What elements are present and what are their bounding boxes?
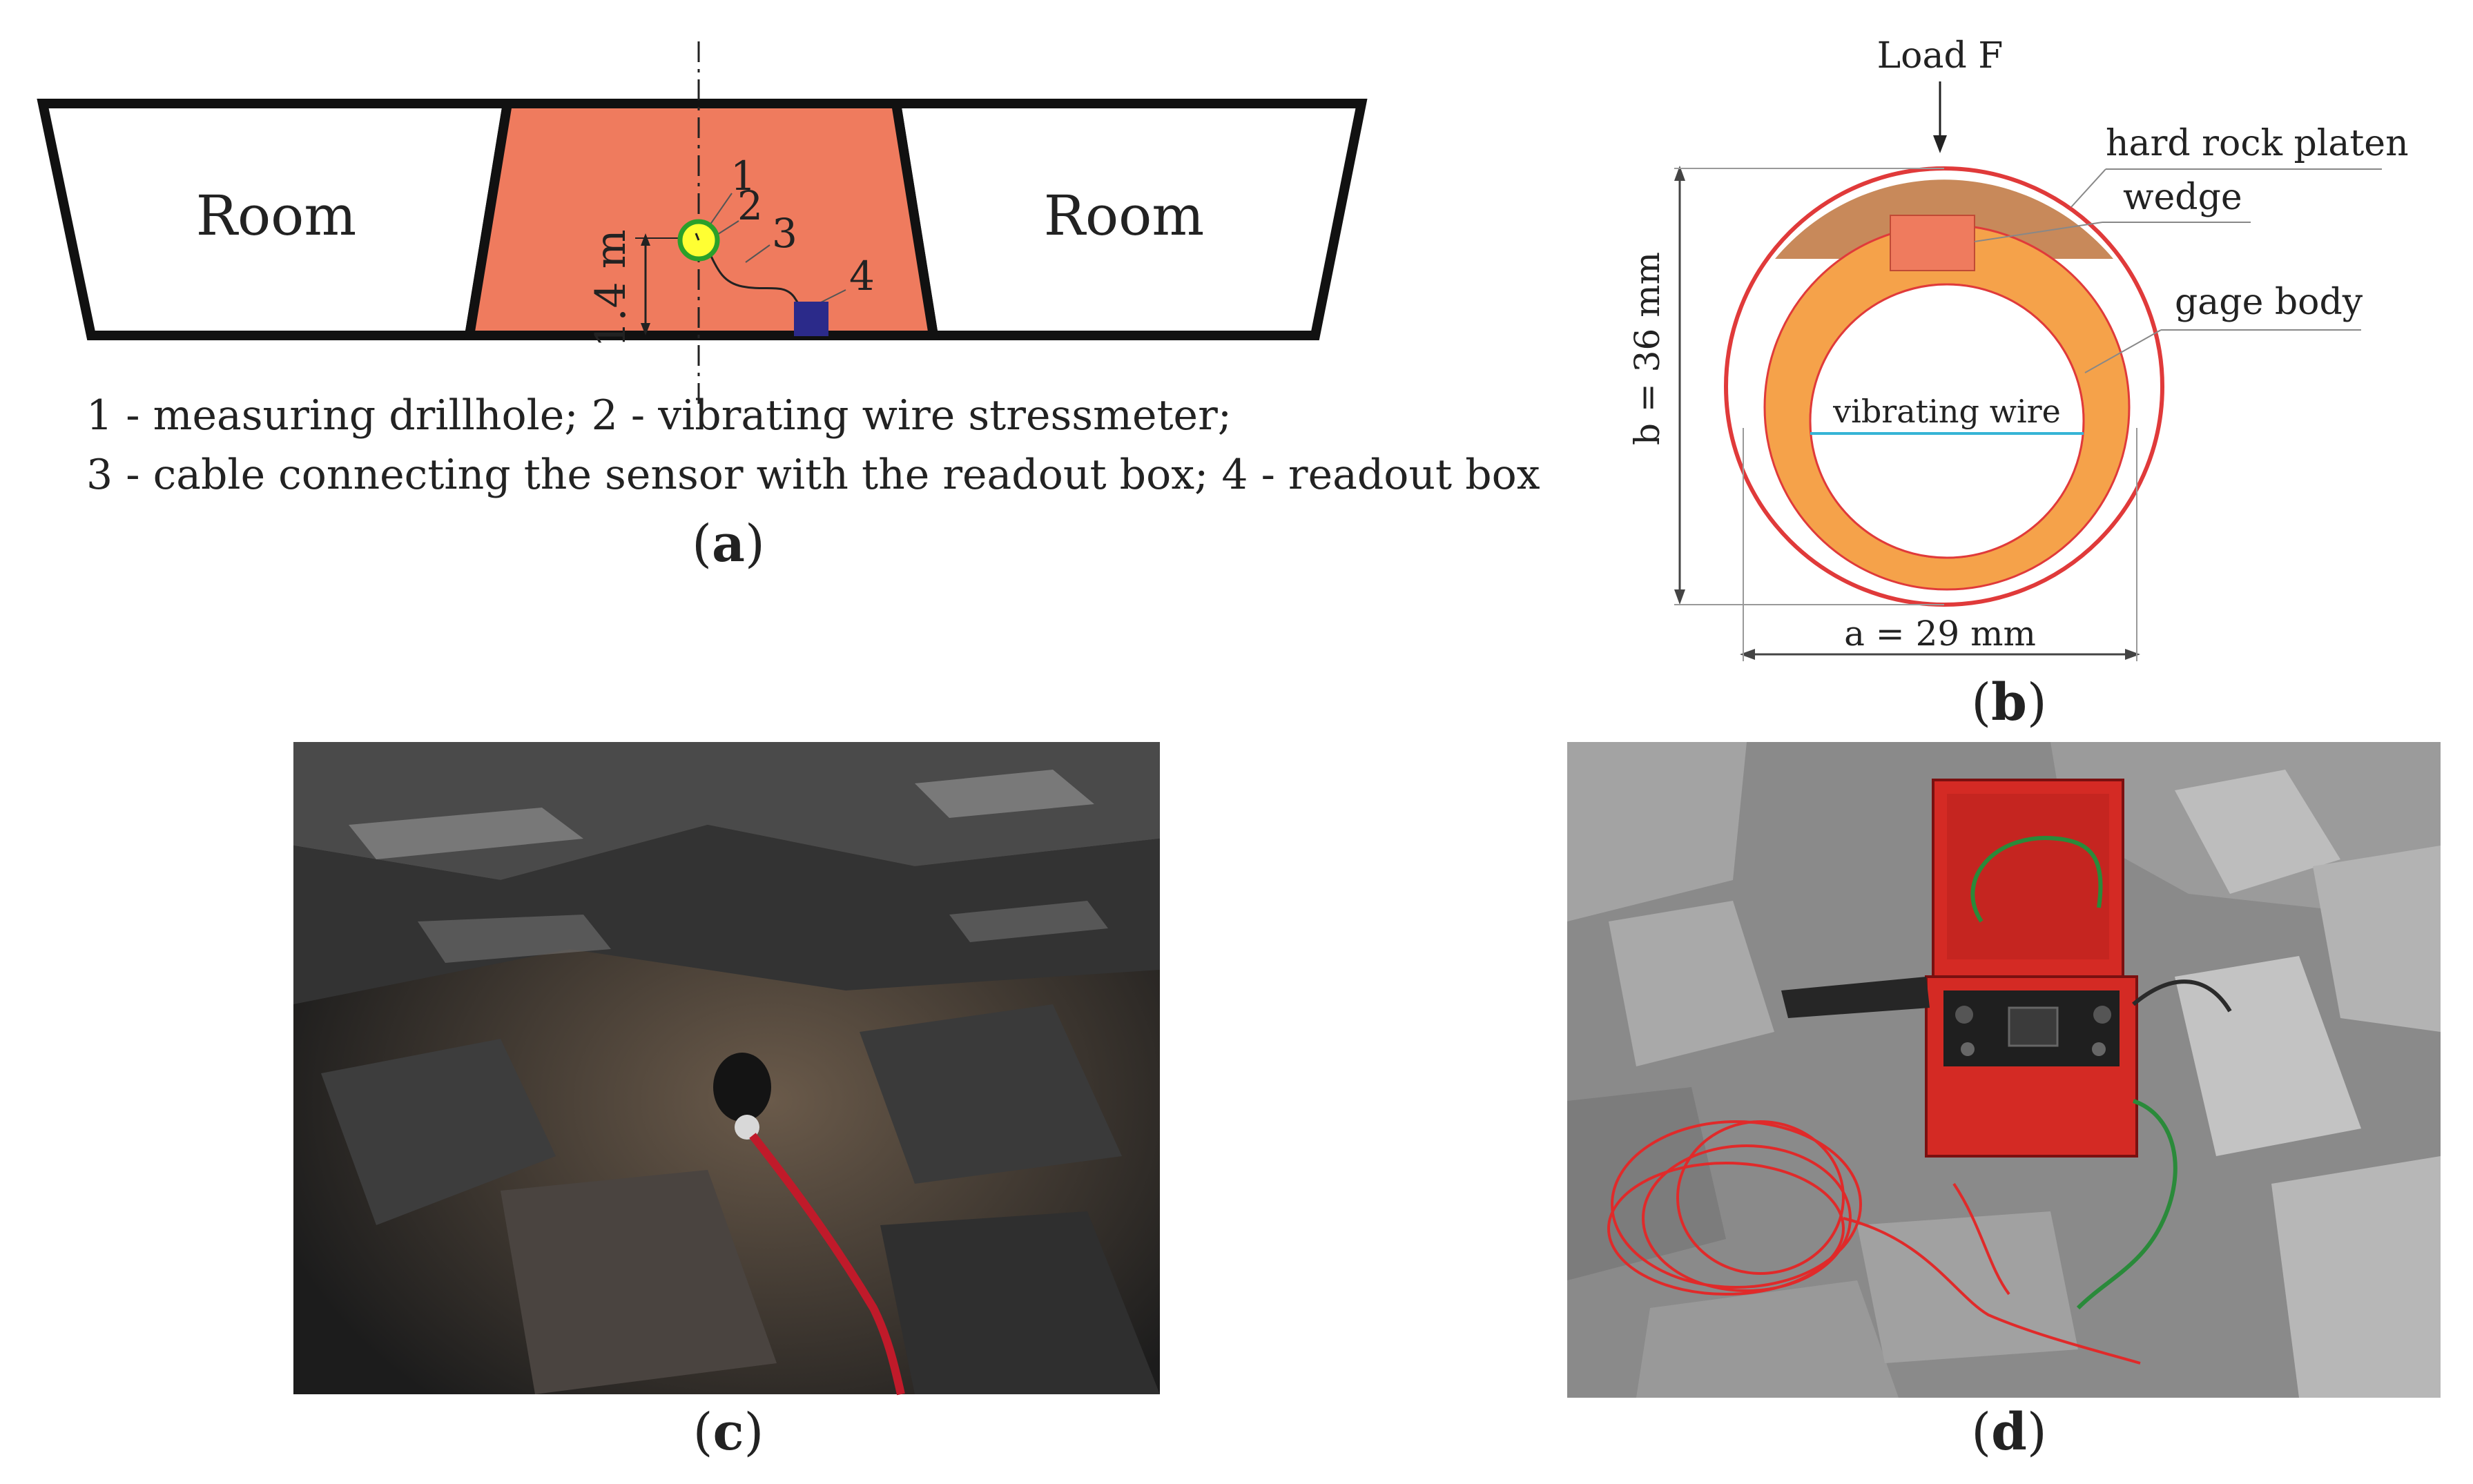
rock-face-illustration [293, 742, 1160, 1396]
gage-leader-diag [2084, 329, 2162, 373]
photo-drillhole-rock-face [293, 742, 1160, 1396]
legend-line-1: 1 - measuring drillhole; 2 - vibrating w… [86, 391, 1232, 440]
readout-box [794, 302, 828, 336]
caption-d-letter: d [1991, 1403, 2027, 1462]
dim-b-label: b = 36 mm [1627, 252, 1667, 445]
dim-a-arrow-left [1740, 649, 1755, 660]
caption-a-letter: a [712, 514, 745, 574]
caption-c: (c) [692, 1403, 764, 1462]
panel-b-diagram: Load F vibrating wire hard rock platen w… [1627, 35, 2409, 661]
photo-readout-box [1567, 742, 2441, 1398]
caption-d: (d) [1971, 1403, 2047, 1462]
depth-arrow-top [641, 233, 650, 246]
leader-3 [745, 244, 770, 263]
caption-c-letter: c [712, 1403, 744, 1462]
load-label: Load F [1877, 35, 2004, 77]
marker-2: 2 [737, 182, 763, 229]
load-arrow-head [1933, 135, 1947, 153]
panel-a-diagram: Room Room 1.4 m 1 2 3 4 1 - measuring dr… [37, 41, 1540, 499]
legend-line-2: 3 - cable connecting the sensor with the… [86, 451, 1540, 499]
room-right-label: Room [1044, 184, 1204, 248]
dim-b-arrow-bottom [1674, 589, 1685, 605]
depth-label: 1.4 m [587, 229, 635, 347]
wedge-leader-diag [1974, 222, 2103, 242]
wedge-label: wedge [2123, 177, 2242, 218]
dim-b-arrow-top [1674, 166, 1685, 181]
sensor-tick [695, 233, 700, 241]
caption-b: (b) [1971, 673, 2047, 732]
caption-a: (a) [692, 514, 765, 574]
platen-label: hard rock platen [2106, 123, 2409, 164]
room-left-label: Room [196, 184, 356, 248]
marker-1: 1 [730, 153, 756, 199]
marker-3: 3 [772, 210, 797, 257]
marker-4: 4 [849, 253, 875, 300]
leader-4 [817, 289, 846, 304]
depth-arrow-bottom [641, 323, 650, 335]
wire-label: vibrating wire [1832, 393, 2061, 430]
readout-box-illustration [1567, 742, 2441, 1398]
platen-leader-diag [2070, 168, 2106, 208]
gage-label: gage body [2175, 282, 2363, 323]
dim-a-label: a = 29 mm [1844, 614, 2036, 654]
wedge [1890, 215, 1975, 271]
gage-inner-edge [1809, 283, 2085, 559]
dim-a-arrow-right [2125, 649, 2140, 660]
caption-b-letter: b [1991, 673, 2027, 732]
